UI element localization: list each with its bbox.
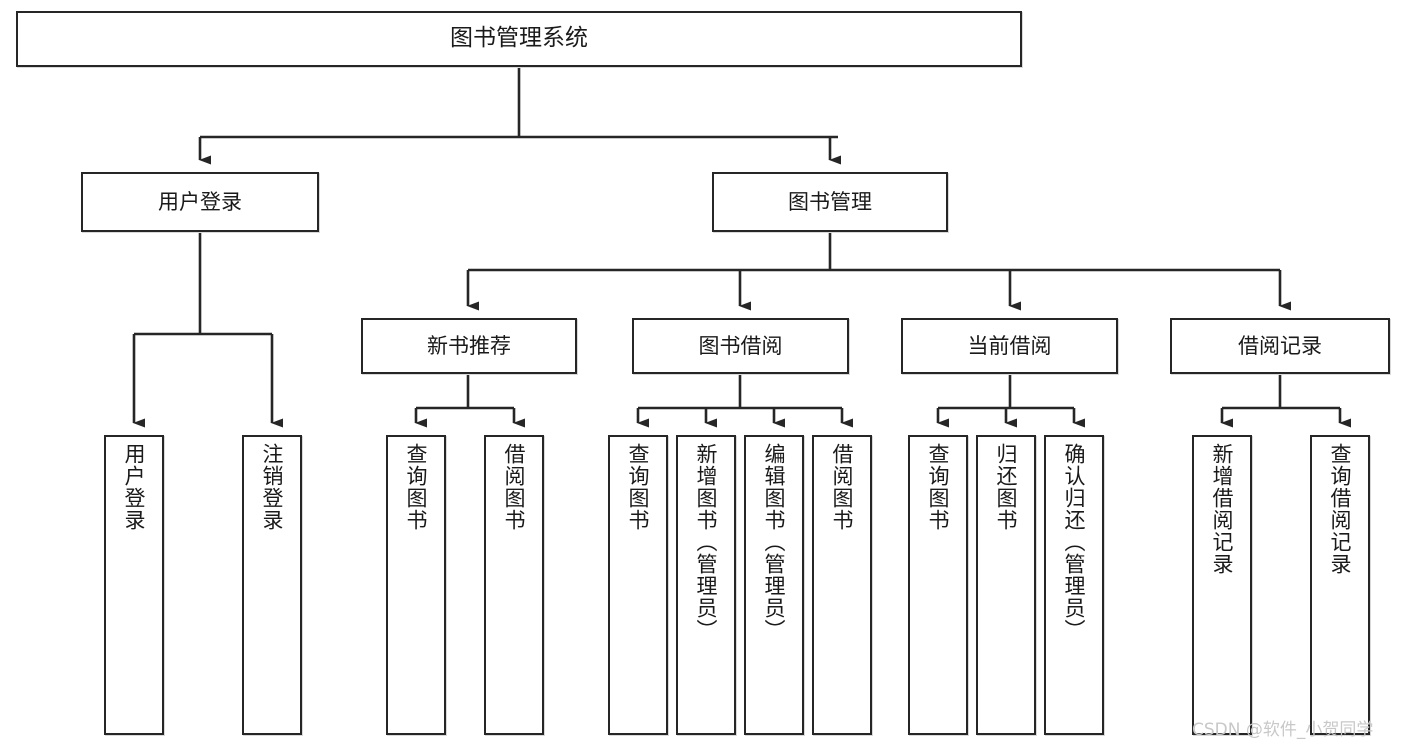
node-leaf-query-book-current[interactable]: 查询图书 [908,435,968,735]
node-book-borrow-label: 图书借阅 [698,333,783,358]
node-borrow-record-label: 借阅记录 [1238,333,1322,358]
node-root-label: 图书管理系统 [450,25,588,52]
node-leaf-edit-book-admin[interactable]: 编辑图书（管理员） [744,435,804,735]
node-root-system[interactable]: 图书管理系统 [16,11,1022,67]
node-leaf-label: 注销登录 [260,443,285,531]
edge-borrowrecord-to-leaves [1220,374,1351,428]
node-new-book-recommend[interactable]: 新书推荐 [361,318,577,374]
edge-userlogin-to-leaves [132,232,283,428]
node-leaf-label: 新增借阅记录 [1210,443,1235,575]
node-leaf-label: 查询图书 [404,443,429,531]
node-leaf-add-borrow-record[interactable]: 新增借阅记录 [1192,435,1252,735]
edge-newbook-to-leaves [414,374,525,428]
node-current-borrow-label: 当前借阅 [967,333,1052,358]
node-leaf-label: 查询图书 [926,443,951,531]
node-borrow-record[interactable]: 借阅记录 [1170,318,1390,374]
node-leaf-label: 借阅图书 [830,443,855,531]
node-user-login[interactable]: 用户登录 [81,172,319,232]
node-leaf-label: 用户登录 [122,443,147,531]
node-leaf-label: 借阅图书 [502,443,527,531]
node-leaf-confirm-return-admin[interactable]: 确认归还（管理员） [1044,435,1104,735]
node-leaf-logout[interactable]: 注销登录 [242,435,302,735]
edge-bookmgmt-to-level2 [466,232,1291,311]
node-leaf-query-book-newbook[interactable]: 查询图书 [386,435,446,735]
node-leaf-label: 归还图书 [994,443,1019,531]
edge-currentborrow-to-leaves [936,374,1085,428]
node-leaf-add-book-admin[interactable]: 新增图书（管理员） [676,435,736,735]
node-leaf-label: 确认归还（管理员） [1062,443,1087,641]
node-book-management-label: 图书管理 [788,189,872,214]
node-leaf-return-book[interactable]: 归还图书 [976,435,1036,735]
node-book-borrow[interactable]: 图书借阅 [632,318,849,374]
node-leaf-label: 新增图书（管理员） [694,443,719,641]
node-book-management[interactable]: 图书管理 [712,172,948,232]
node-leaf-borrow-book-newbook[interactable]: 借阅图书 [484,435,544,735]
node-leaf-label: 查询图书 [626,443,651,531]
edge-borrowbook-to-leaves [636,374,853,428]
node-leaf-label: 编辑图书（管理员） [762,443,787,641]
node-current-borrow[interactable]: 当前借阅 [901,318,1118,374]
node-new-book-recommend-label: 新书推荐 [427,333,511,358]
node-leaf-query-borrow-record[interactable]: 查询借阅记录 [1310,435,1370,735]
node-leaf-query-book-borrow[interactable]: 查询图书 [608,435,668,735]
node-leaf-borrow-book[interactable]: 借阅图书 [812,435,872,735]
node-leaf-user-login[interactable]: 用户登录 [104,435,164,735]
edge-root-to-level1 [198,67,841,165]
node-user-login-label: 用户登录 [158,189,242,214]
node-leaf-label: 查询借阅记录 [1328,443,1353,575]
